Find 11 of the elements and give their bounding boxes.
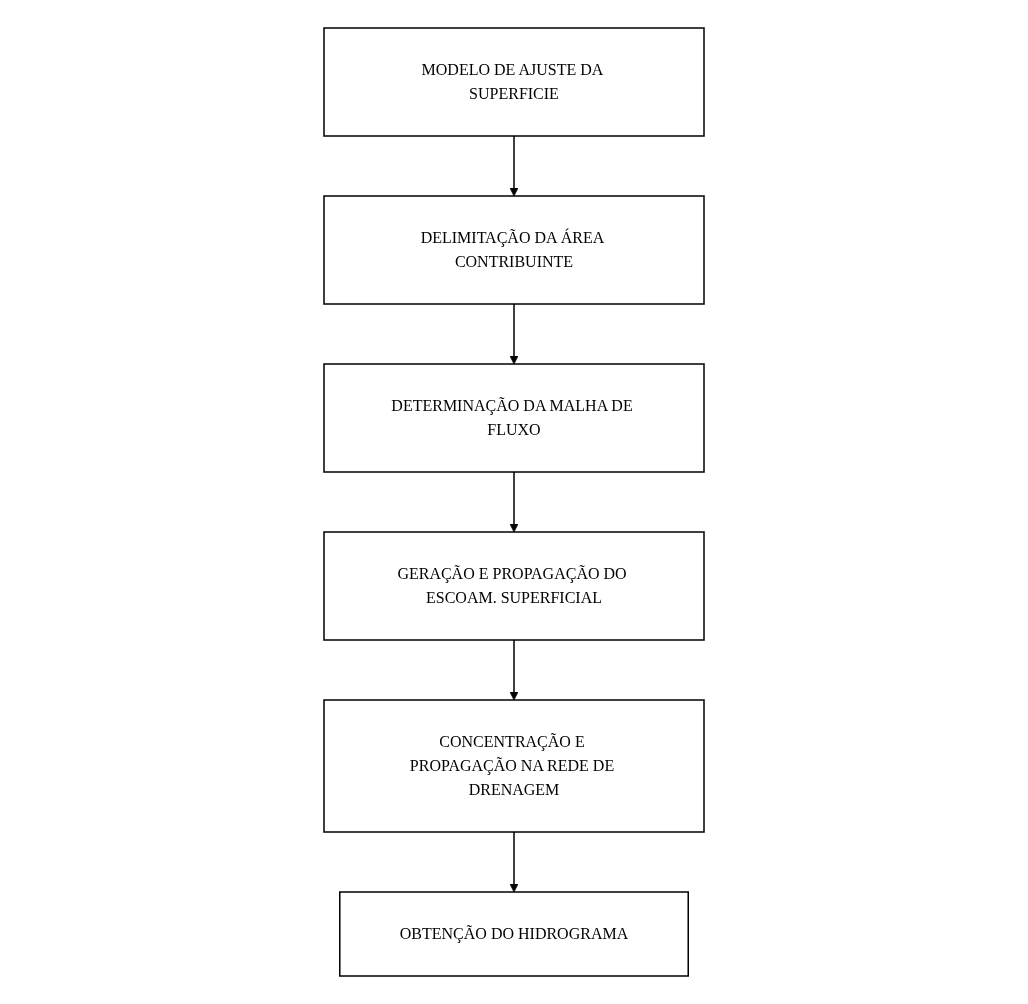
node-box: DELIMITAÇÃO DA ÁREA CONTRIBUINTE	[323, 195, 705, 305]
node-box: CONCENTRAÇÃO E PROPAGAÇÃO NA REDE DE DRENAGEM	[323, 699, 705, 833]
node-box: MODELO DE AJUSTE DA SUPERFICIE	[323, 27, 705, 137]
arrow	[509, 831, 519, 893]
arrow	[509, 639, 519, 701]
arrow	[509, 135, 519, 197]
node-box: DETERMINAÇÃO DA MALHA DE FLUXO	[323, 363, 705, 473]
arrow	[509, 471, 519, 533]
arrow	[509, 303, 519, 365]
node-box: GERAÇÃO E PROPAGAÇÃO DO ESCOAM. SUPERFICIAL	[323, 531, 705, 641]
node-box: OBTENÇÃO DO HIDROGRAMA	[339, 891, 689, 977]
